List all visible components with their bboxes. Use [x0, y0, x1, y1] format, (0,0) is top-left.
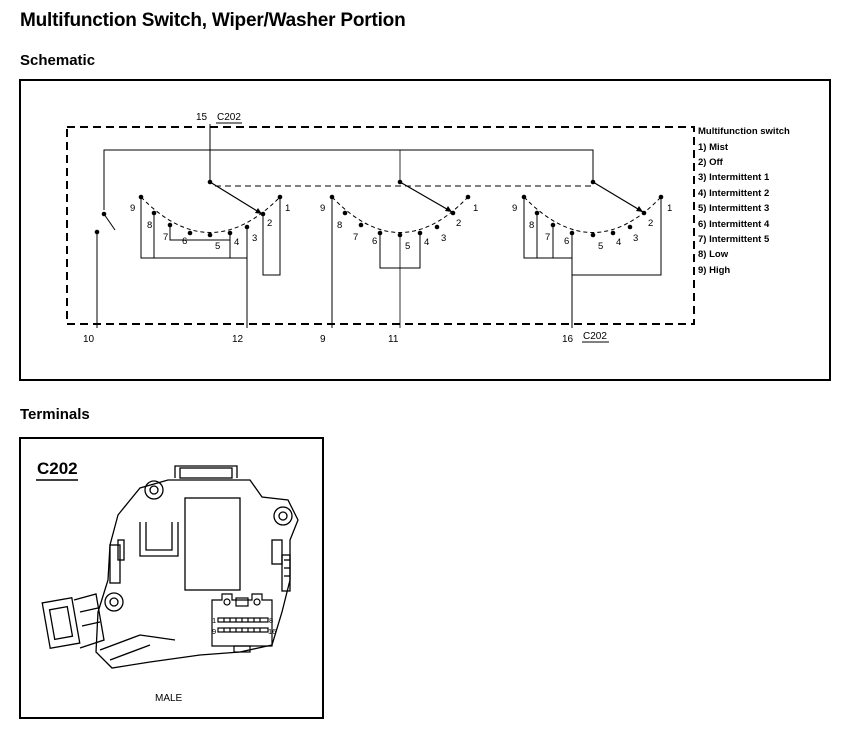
label-text: 4 — [424, 237, 429, 248]
label-text: 8 — [147, 220, 152, 231]
label-text: 5 — [405, 241, 410, 252]
switch1-arc — [140, 196, 281, 233]
pin-8-label: 8 — [269, 616, 273, 625]
label-text: 4) Intermittent 2 — [698, 188, 769, 199]
label-text: 9 — [130, 203, 135, 214]
label-text: 8 — [337, 220, 342, 231]
switch3-arc — [523, 196, 662, 233]
page-title: Multifunction Switch, Wiper/Washer Porti… — [20, 10, 406, 31]
pin-12-label: 12 — [232, 334, 244, 345]
gender-label: MALE — [155, 693, 183, 704]
switch2-position-numbers: 9 8 7 6 5 4 3 2 1 — [320, 203, 478, 252]
switch3-wiper — [592, 181, 644, 213]
label-text: 1 — [285, 203, 290, 214]
switch2-wiper — [399, 181, 453, 213]
label-text: 6) Intermittent 4 — [698, 219, 770, 230]
pin-1-label: 1 — [212, 616, 216, 625]
pin-9-label: 9 — [320, 334, 326, 345]
label-text: 1) Mist — [698, 142, 729, 153]
label-text: 2 — [648, 218, 653, 229]
switch1-wiper — [209, 181, 263, 215]
connector-c202-top: C202 — [217, 112, 241, 123]
pin-9-label: 9 — [212, 627, 216, 636]
label-text: 7 — [353, 232, 358, 243]
label-text: 3 — [441, 233, 446, 244]
terminals-heading: Terminals — [20, 406, 90, 423]
c202-connector-face — [211, 593, 273, 653]
connector-c202-bottom: C202 — [583, 331, 607, 342]
label-text: 6 — [182, 236, 187, 247]
label-text: 5 — [215, 241, 220, 252]
label-text: 9 — [320, 203, 325, 214]
switch2-wiring — [331, 197, 421, 328]
label-text: 2 — [267, 218, 272, 229]
switch3-contacts — [521, 194, 664, 238]
label-text: 3 — [633, 233, 638, 244]
pin-16-label: 16 — [562, 334, 574, 345]
pin-16-label: 16 — [268, 627, 276, 636]
label-text: 5) Intermittent 3 — [698, 203, 769, 214]
switch2-contacts — [329, 194, 471, 238]
terminals-diagram: C202 — [19, 437, 324, 719]
label-text: 5 — [598, 241, 603, 252]
label-text: 2 — [456, 218, 461, 229]
label-text: 1 — [667, 203, 672, 214]
label-text: 9 — [512, 203, 517, 214]
switch-housing-dashed — [66, 126, 695, 325]
label-text: 1 — [473, 203, 478, 214]
switch1-wiring — [140, 197, 281, 328]
label-text: 4 — [234, 237, 239, 248]
pin-15-label: 15 — [196, 112, 208, 123]
switch3-wiring — [523, 197, 662, 328]
label-text: 8 — [529, 220, 534, 231]
label-text: 7 — [545, 232, 550, 243]
schematic-heading: Schematic — [20, 52, 96, 69]
pin-10-label: 10 — [83, 334, 95, 345]
switch3-position-numbers: 9 8 7 6 5 4 3 2 1 — [512, 203, 672, 252]
label-text: 4 — [616, 237, 621, 248]
label-text: 9) High — [698, 265, 730, 276]
label-text: 3) Intermittent 1 — [698, 172, 770, 183]
label-text: 6 — [564, 236, 569, 247]
label-text: 7) Intermittent 5 — [698, 234, 770, 245]
switch-body-outline — [41, 465, 299, 669]
washer-contact-switch — [94, 211, 116, 328]
schematic-frame — [19, 79, 831, 381]
label-text: 7 — [163, 232, 168, 243]
connector-c202-label: C202 — [37, 459, 78, 478]
schematic-diagram: 15 C202 — [19, 79, 831, 381]
label-text: Multifunction switch — [698, 126, 790, 137]
switch2-arc — [331, 196, 469, 233]
label-text: 3 — [252, 233, 257, 244]
label-text: 8) Low — [698, 249, 729, 260]
top-bus-wire — [103, 149, 594, 210]
switch1-position-numbers: 9 8 7 6 5 4 3 2 1 — [130, 203, 290, 252]
pin-11-label: 11 — [388, 334, 399, 345]
label-text: 6 — [372, 236, 377, 247]
label-text: 2) Off — [698, 157, 724, 168]
terminals-frame — [19, 437, 324, 719]
switch1-contacts — [138, 194, 283, 238]
switch-position-legend: Multifunction switch 1) Mist 2) Off 3) I… — [698, 126, 790, 276]
